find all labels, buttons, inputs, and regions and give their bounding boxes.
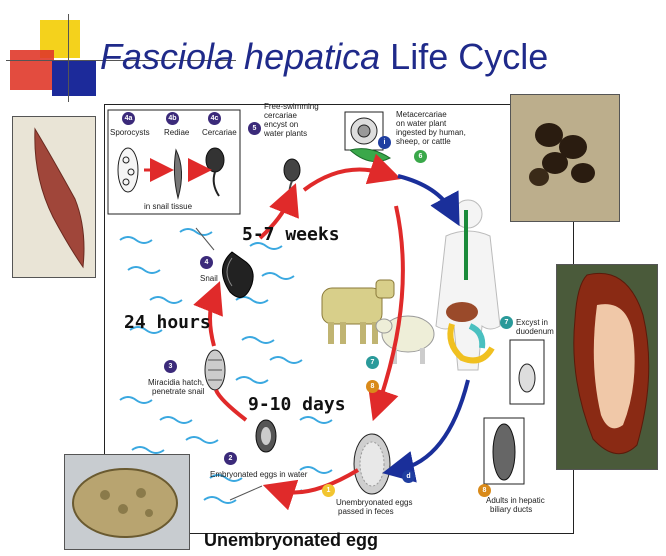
stage-4a-badge: 4a (122, 112, 135, 125)
label-adults-1: Adults in hepatic (486, 496, 545, 505)
label-excyst-2: duodenum (516, 327, 554, 336)
label-free-swimming-3: encyst on (264, 120, 298, 129)
stage-4-badge: 4 (200, 256, 213, 269)
excyst-drawing (519, 364, 535, 392)
sheep-drawing (376, 316, 434, 364)
cercaria-drawing (206, 148, 224, 172)
label-free-swimming-4: water plants (264, 129, 307, 138)
fluke-photo-left-image (13, 117, 95, 277)
fluke-photo-right-image (557, 265, 657, 469)
fluke-photo-right (556, 264, 658, 470)
label-unembryonated-1: Unembryonated eggs (336, 498, 413, 507)
label-free-swimming-2: cercariae (264, 111, 297, 120)
label-meta-4: sheep, or cattle (396, 137, 451, 146)
stage-8-animal-badge: 8 (366, 380, 379, 393)
label-9-10-days: 9-10 days (248, 394, 346, 415)
stage-3-badge: 3 (164, 360, 177, 373)
stage-4b-badge: 4b (166, 112, 179, 125)
fluke-photo-left (12, 116, 96, 278)
stage-1-badge: 1 (322, 484, 335, 497)
label-5-7-weeks: 5-7 weeks (242, 224, 340, 245)
free-cercaria-drawing (284, 159, 300, 181)
label-sporocysts: Sporocysts (110, 128, 150, 137)
stage-4c-badge: 4c (208, 112, 221, 125)
label-miracidia-1: Miracidia hatch, (148, 378, 204, 387)
label-excyst-1: Excyst in (516, 318, 548, 327)
stage-7-animal-badge: 7 (366, 356, 379, 369)
human-drawing (436, 200, 500, 370)
stage-2-badge: 2 (224, 452, 237, 465)
label-meta-3: ingested by human, (396, 128, 466, 137)
label-meta-2: on water plant (396, 119, 446, 128)
stage-d-badge: d (402, 470, 415, 483)
egg-photo-image (65, 455, 189, 549)
label-snail: Snail (200, 274, 218, 283)
caption-unembryonated-egg: Unembryonated egg (204, 530, 378, 551)
egg-photo (64, 454, 190, 550)
stage-6-badge: 6 (414, 150, 427, 163)
sporocyst-drawing (118, 148, 138, 192)
stage-5-badge: 5 (248, 122, 261, 135)
label-unembryonated-2: passed in feces (338, 507, 394, 516)
label-rediae: Rediae (164, 128, 189, 137)
label-24-hours: 24 hours (124, 312, 211, 333)
adult-fluke-drawing (493, 424, 515, 480)
label-meta-1: Metacercariae (396, 110, 447, 119)
snails-photo (510, 94, 620, 222)
snails-photo-image (511, 95, 619, 221)
label-cercariae: Cercariae (202, 128, 237, 137)
label-embryonated-eggs: Embryonated eggs in water (210, 470, 307, 479)
label-miracidia-2: penetrate snail (152, 387, 204, 396)
label-free-swimming-1: Free-swimming (264, 102, 319, 111)
label-adults-2: biliary ducts (490, 505, 532, 514)
stage-i-badge: i (378, 136, 391, 149)
water-plant-leaf (350, 149, 390, 162)
stage-7-human-badge: 7 (500, 316, 513, 329)
label-in-snail-tissue: in snail tissue (144, 202, 192, 211)
